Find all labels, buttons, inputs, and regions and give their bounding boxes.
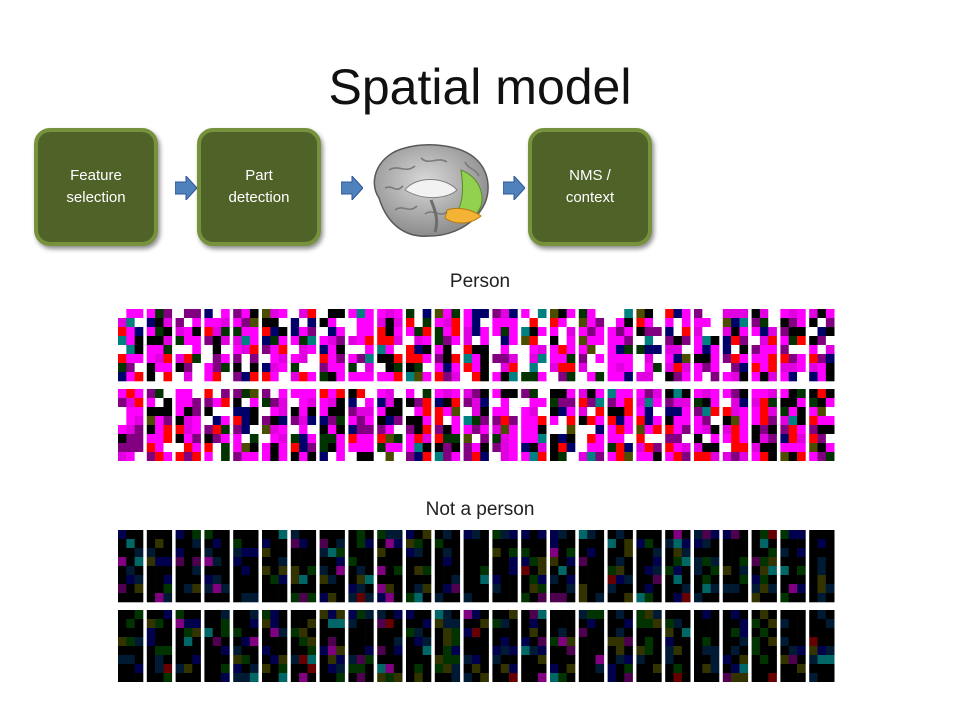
not-person-examples-image [118, 530, 835, 682]
person-examples-image [118, 309, 835, 461]
not-person-section-label: Not a person [425, 499, 535, 520]
nms-context-box: NMS / context [528, 128, 652, 246]
person-section-label: Person [449, 271, 511, 292]
part-detection-box: Part detection [197, 128, 321, 246]
arrow-right-icon [175, 176, 197, 200]
part-detection-label: Part detection [228, 167, 290, 206]
feature-selection-box: Feature selection [34, 128, 158, 246]
feature-selection-label: Feature selection [66, 167, 126, 206]
arrow-right-icon [503, 176, 525, 200]
arrow-right-icon [341, 176, 363, 200]
not-person-examples-grid [118, 530, 838, 682]
person-examples-grid [118, 309, 838, 461]
slide-title: Spatial model [328, 59, 632, 115]
brain-icon [373, 144, 489, 237]
nms-context-label: NMS / context [565, 167, 615, 206]
